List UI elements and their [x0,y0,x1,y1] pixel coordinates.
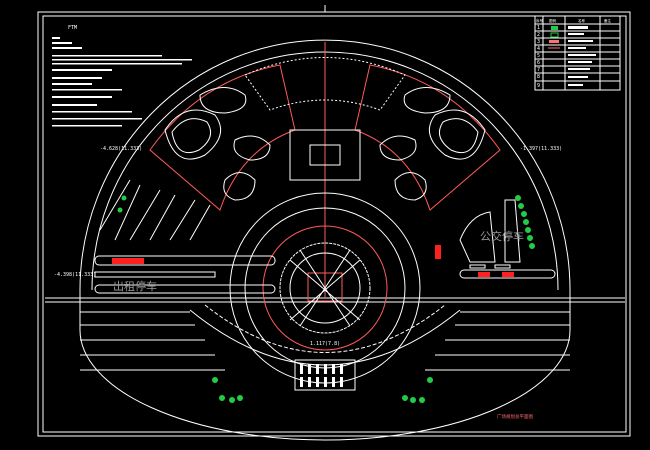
tree-row [117,195,535,403]
landscape-wings [149,57,501,211]
legend-row: 8 [537,74,540,80]
taxi-parking-area: 出租停车 -4.398(11.333) -4.628(11.333) [54,146,276,294]
legend-row: 1 [537,25,540,31]
legend-row: 4 [537,46,540,52]
elevation-left-lower: -4.398(11.333) [54,272,96,278]
legend-header: 序号 [536,18,544,23]
legend-row: 3 [537,39,540,45]
legend-header: 图例 [549,18,557,23]
drawing-title-note: 广场规划总平面图 [497,413,533,420]
elevation-center: 1.117(7.8) [310,341,340,347]
bus-parking-area: 公交停车 -1.397(11.333) [435,146,562,279]
legend-row: 6 [537,60,540,66]
elevation-right: -1.397(11.333) [520,146,562,152]
legend-row: 2 [537,32,540,38]
design-notes: FTM [52,25,192,127]
legend-row: 7 [537,67,540,73]
legend-row: 9 [537,83,540,89]
bus-parking-label: 公交停车 [480,229,524,243]
legend-row: 5 [537,53,540,59]
legend-header: 名称 [578,18,586,23]
elevation-left-upper: -4.628(11.333) [100,146,142,152]
legend-header: 备注 [604,18,612,23]
inner-frame [42,15,627,433]
legend-table: 序号 图例 名称 备注 1 2 3 4 5 6 7 8 9 [534,15,621,91]
taxi-parking-label: 出租停车 [113,279,157,293]
outer-frame [37,11,631,437]
lower-area [80,195,570,403]
notes-title: FTM [68,25,77,31]
